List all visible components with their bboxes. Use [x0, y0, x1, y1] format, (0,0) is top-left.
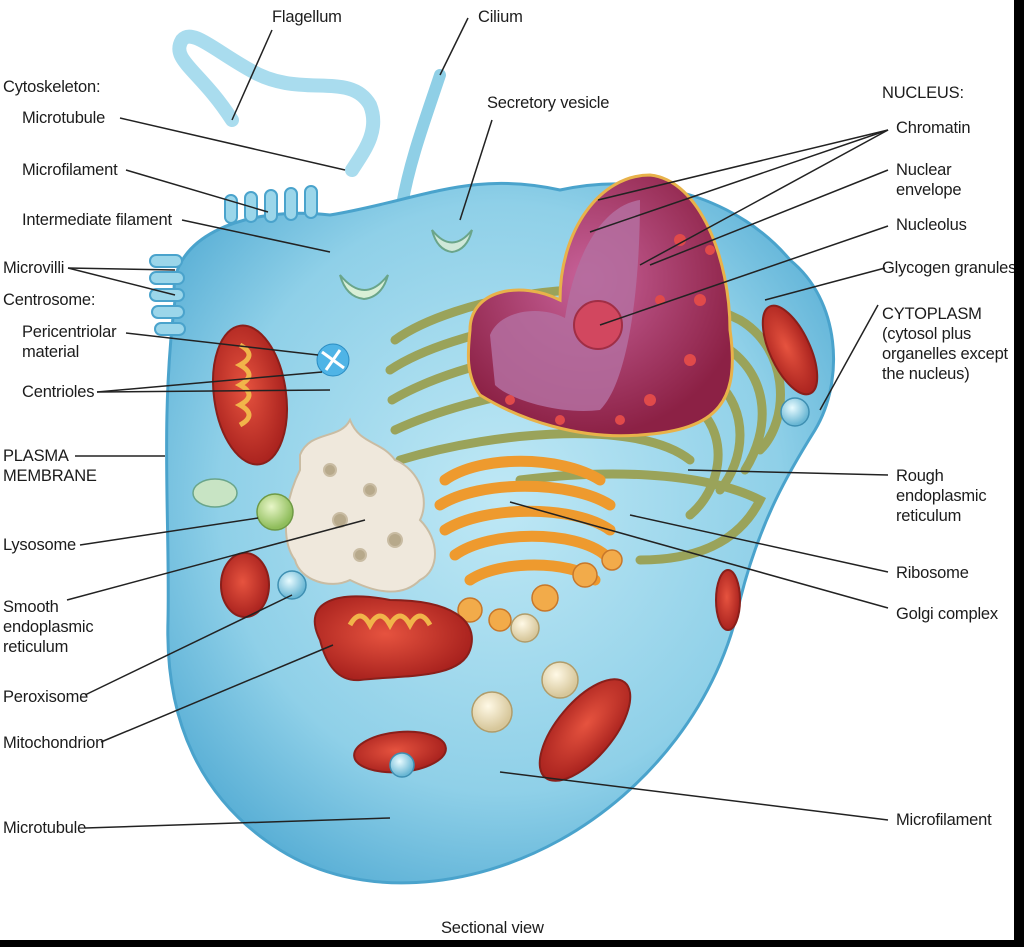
- bottom-border: [0, 940, 1024, 947]
- label-smooth-er-line3: reticulum: [3, 638, 69, 656]
- label-cytoplasm-line4: the nucleus): [882, 365, 970, 383]
- label-ribosome: Ribosome: [896, 564, 969, 582]
- leader-lines: [66, 17, 889, 829]
- label-cytoplasm-line2: (cytosol plus: [882, 325, 972, 343]
- label-cytoplasm: CYTOPLASM (cytosol plus organelles excep…: [882, 304, 1008, 384]
- label-smooth-er-line1: Smooth: [3, 598, 59, 616]
- vesicle-cup: [339, 274, 389, 301]
- label-plasma-line2: MEMBRANE: [3, 467, 97, 485]
- flagellum-shape: [172, 29, 381, 177]
- label-cytoskeleton: Cytoskeleton:: [3, 78, 101, 96]
- label-nuclear-envelope-line1: Nuclear: [896, 161, 952, 179]
- label-golgi-complex: Golgi complex: [896, 605, 998, 623]
- label-centrioles: Centrioles: [22, 383, 95, 401]
- nuclear-pores: [505, 234, 715, 425]
- peroxisome-shape: [277, 570, 307, 600]
- label-peroxisome: Peroxisome: [3, 688, 89, 706]
- label-glycogen-granules: Glycogen granules: [882, 259, 1017, 277]
- lysosome-shape: [256, 493, 294, 531]
- mitochondrion-main: [313, 595, 473, 682]
- bead-2: [389, 752, 415, 778]
- label-centrosome: Centrosome:: [3, 291, 96, 309]
- chromatin-shape: [490, 200, 640, 411]
- cilium-shape: [396, 69, 446, 211]
- label-rough-er-line2: endoplasmic: [896, 487, 987, 505]
- label-nucleolus: Nucleolus: [896, 216, 967, 234]
- label-mitochondrion: Mitochondrion: [3, 734, 105, 752]
- label-pericentriolar-line2: material: [22, 343, 80, 361]
- label-lysosome: Lysosome: [3, 536, 76, 554]
- label-plasma-line1: PLASMA: [3, 447, 69, 465]
- vesicle-left: [192, 478, 238, 508]
- label-plasma-membrane: PLASMA MEMBRANE: [3, 446, 97, 486]
- label-cytoplasm-line1: CYTOPLASM: [882, 305, 982, 323]
- label-microtubule-bottom: Microtubule: [3, 819, 87, 837]
- label-cilium: Cilium: [478, 8, 523, 26]
- microvilli-shape: [149, 185, 318, 336]
- label-chromatin: Chromatin: [896, 119, 971, 137]
- mitochondria-shapes: [212, 304, 819, 782]
- label-pericentriolar-material: Pericentriolar material: [22, 322, 117, 362]
- label-intermediate-filament: Intermediate filament: [22, 211, 172, 229]
- label-nuclear-envelope-line2: envelope: [896, 181, 962, 199]
- label-rough-er: Rough endoplasmic reticulum: [896, 466, 987, 526]
- label-microvilli: Microvilli: [3, 259, 65, 277]
- label-pericentriolar-line1: Pericentriolar: [22, 323, 117, 341]
- label-flagellum: Flagellum: [272, 8, 342, 26]
- centrioles-shape: [316, 343, 350, 377]
- cream-vesicle-3: [510, 613, 540, 643]
- label-nuclear-envelope: Nuclear envelope: [896, 160, 962, 200]
- smooth-er-shape: [284, 417, 436, 593]
- label-cytoplasm-line3: organelles except: [882, 345, 1008, 363]
- label-secretory-vesicle: Secretory vesicle: [487, 94, 610, 112]
- label-smooth-er: Smooth endoplasmic reticulum: [3, 597, 94, 657]
- label-rough-er-line3: reticulum: [896, 507, 962, 525]
- golgi-vesicles: [457, 549, 623, 632]
- nucleolus-shape: [573, 300, 623, 350]
- label-rough-er-line1: Rough: [896, 467, 944, 485]
- label-microtubule-top: Microtubule: [22, 109, 106, 127]
- right-border: [1014, 0, 1024, 947]
- label-microfilament-bottom: Microfilament: [896, 811, 992, 829]
- label-microfilament-top: Microfilament: [22, 161, 118, 179]
- cream-vesicle-2: [471, 691, 513, 733]
- caption-sectional-view: Sectional view: [441, 919, 544, 937]
- label-smooth-er-line2: endoplasmic: [3, 618, 94, 636]
- bead-1: [780, 397, 810, 427]
- label-nucleus: NUCLEUS:: [882, 84, 964, 102]
- cream-vesicle-1: [541, 661, 579, 699]
- secretory-vesicle-shape: [431, 229, 473, 254]
